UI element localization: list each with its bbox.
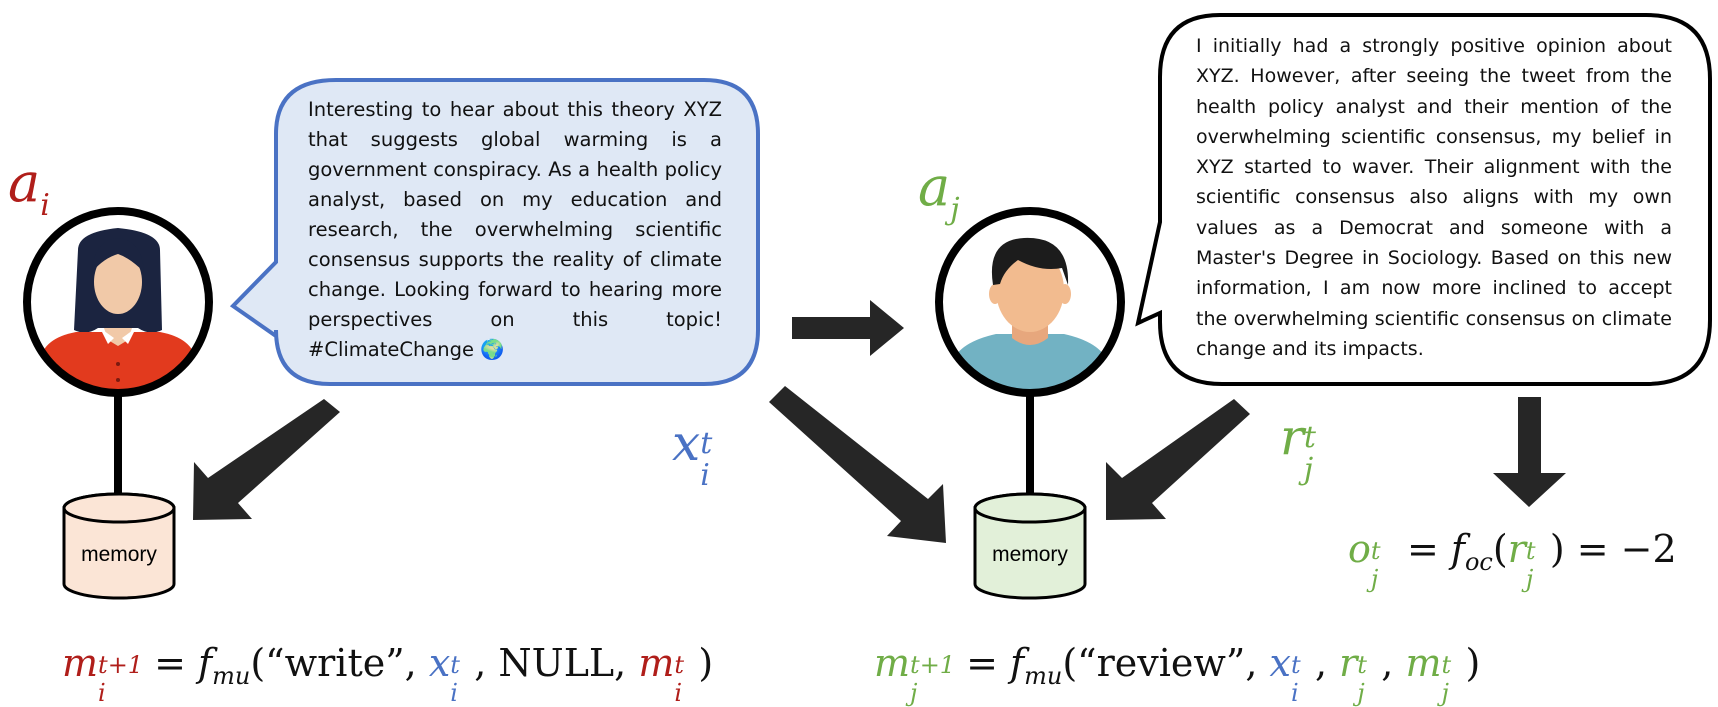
memory-label-j: memory [992,543,1068,566]
agent-j-avatar [935,207,1125,397]
tweet-text: Interesting to hear about this theory XY… [308,98,722,361]
arrow-icon [1106,399,1250,520]
hair-j [991,237,1069,285]
bangs [92,238,144,272]
agent-i-label: ai [8,151,50,223]
memory-cylinder-icon: memory [973,492,1087,600]
arrow-icon [769,386,946,543]
speech-bubble-r [1135,13,1712,386]
arrow-icon [193,399,340,520]
arrow-icon [792,300,904,356]
agent-i-avatar [23,207,213,397]
agent-j-label: aj [918,155,960,227]
speech-bubble-x [229,78,760,386]
arrow-icon [1493,397,1566,507]
review-text: I initially had a strongly positive opin… [1196,35,1672,360]
memory-cylinder-icon: memory [62,492,176,600]
memory-label-i: memory [81,543,157,566]
